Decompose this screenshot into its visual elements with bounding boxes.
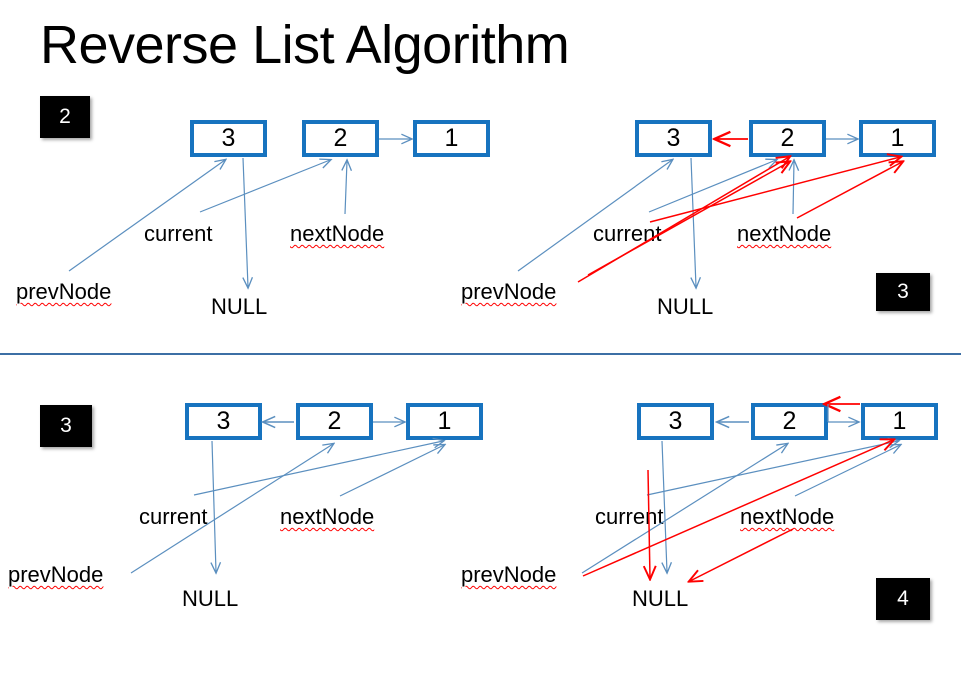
step-badge-panel-3: 3 — [40, 405, 92, 447]
null-arrow-panel-2 — [691, 157, 696, 287]
list-node-2-panel-2[interactable]: 2 — [749, 120, 826, 157]
list-node-1-panel-2[interactable]: 1 — [859, 120, 936, 157]
list-node-3-panel-4[interactable]: 3 — [637, 403, 714, 440]
label-prevnode-panel-2: prevNode — [461, 279, 557, 304]
step-badge-panel-4: 4 — [876, 578, 930, 620]
label-null-panel-4: NULL — [632, 586, 689, 611]
arrows-panel-4 — [581, 404, 900, 581]
step-badge-panel-1: 2 — [40, 96, 90, 138]
move-arrow-next-panel-2 — [796, 162, 902, 219]
move-arrow-next-to-null-panel-4 — [690, 528, 794, 581]
label-null-panel-3: NULL — [182, 586, 239, 611]
step-badge-panel-2: 3 — [876, 273, 930, 311]
move-arrow-current-to-next-panel-2 — [649, 157, 900, 223]
panel-divider — [0, 353, 961, 355]
pointer-arrow-nextnode-panel-1 — [345, 161, 347, 215]
arrows-panel-1 — [68, 139, 411, 287]
pointer-arrow-nextnode-panel-2 — [793, 161, 794, 215]
arrows-panel-2 — [517, 139, 902, 287]
list-node-3-panel-1[interactable]: 3 — [190, 120, 267, 157]
move-arrow-prevnode-long-panel-2 — [577, 157, 789, 283]
pointer-arrow-prevnode-panel-2 — [517, 160, 672, 272]
list-node-1-panel-3[interactable]: 1 — [406, 403, 483, 440]
null-arrow-panel-1 — [243, 157, 248, 287]
pointer-arrow-nextnode-panel-3 — [339, 445, 444, 497]
pointer-arrow-prevnode-panel-1 — [68, 160, 225, 272]
label-null-panel-1: NULL — [211, 294, 268, 319]
label-current-panel-4: current — [595, 504, 664, 529]
label-current-panel-1: current — [144, 221, 213, 246]
label-nextnode-panel-3: nextNode — [280, 504, 375, 529]
pointer-arrow-current-panel-3 — [193, 441, 443, 496]
label-current-panel-2: current — [593, 221, 662, 246]
label-nextnode-panel-1: nextNode — [290, 221, 385, 246]
page-title: Reverse List Algorithm — [40, 15, 570, 75]
pointer-arrow-nextnode-panel-4 — [794, 445, 900, 497]
pointer-arrow-current-panel-1 — [199, 160, 330, 213]
arrows-panel-3 — [130, 422, 444, 573]
list-node-2-panel-1[interactable]: 2 — [302, 120, 379, 157]
list-node-3-panel-2[interactable]: 3 — [635, 120, 712, 157]
null-arrow-panel-3 — [212, 440, 216, 572]
list-node-1-panel-1[interactable]: 1 — [413, 120, 490, 157]
label-prevnode-panel-4: prevNode — [461, 562, 557, 587]
pointer-arrow-current-panel-4 — [646, 441, 898, 496]
list-node-3-panel-3[interactable]: 3 — [185, 403, 262, 440]
label-nextnode-panel-4: nextNode — [740, 504, 835, 529]
pointer-arrow-current-panel-2 — [648, 160, 776, 213]
label-prevnode-panel-1: prevNode — [16, 279, 112, 304]
list-node-2-panel-4[interactable]: 2 — [751, 403, 828, 440]
label-null-panel-2: NULL — [657, 294, 714, 319]
move-arrow-prev-to-current-panel-2 — [587, 162, 789, 276]
label-nextnode-panel-2: nextNode — [737, 221, 832, 246]
list-node-1-panel-4[interactable]: 1 — [861, 403, 938, 440]
label-prevnode-panel-3: prevNode — [8, 562, 104, 587]
label-current-panel-3: current — [139, 504, 208, 529]
list-node-2-panel-3[interactable]: 2 — [296, 403, 373, 440]
